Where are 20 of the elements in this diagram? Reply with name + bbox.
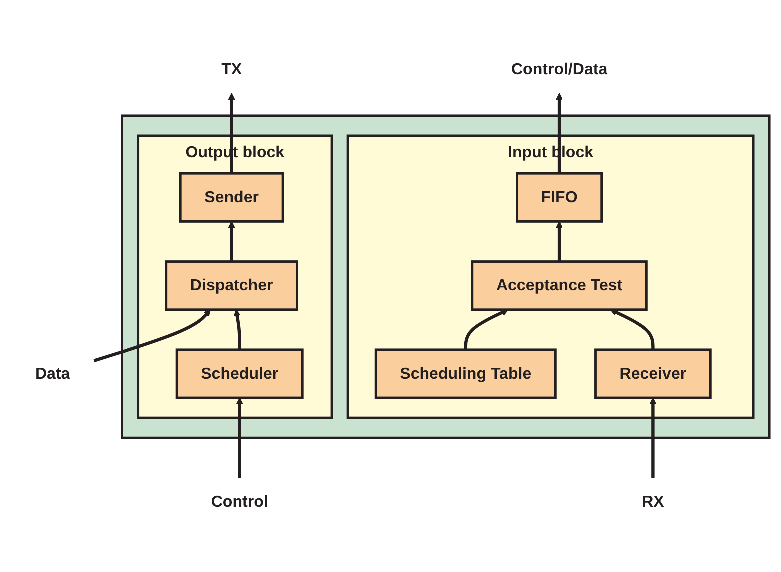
arrow — [228, 222, 236, 262]
arrow — [610, 310, 655, 350]
arrow — [556, 93, 564, 174]
arrow — [650, 398, 657, 478]
arrow — [94, 310, 212, 363]
cluster — [121, 114, 771, 440]
node-text: TX — [222, 60, 242, 78]
node-text: Data — [35, 365, 70, 383]
node-box — [516, 172, 604, 224]
arrow — [228, 93, 236, 174]
arrow — [234, 310, 242, 350]
arrow — [236, 398, 244, 478]
node-text: Control — [211, 494, 268, 512]
cluster — [137, 134, 334, 420]
arrow — [464, 310, 509, 350]
node-text: Control/Data — [511, 60, 608, 78]
arrow — [556, 222, 564, 262]
cluster — [346, 134, 755, 420]
node-box — [179, 172, 284, 224]
node-text: RX — [642, 494, 664, 512]
